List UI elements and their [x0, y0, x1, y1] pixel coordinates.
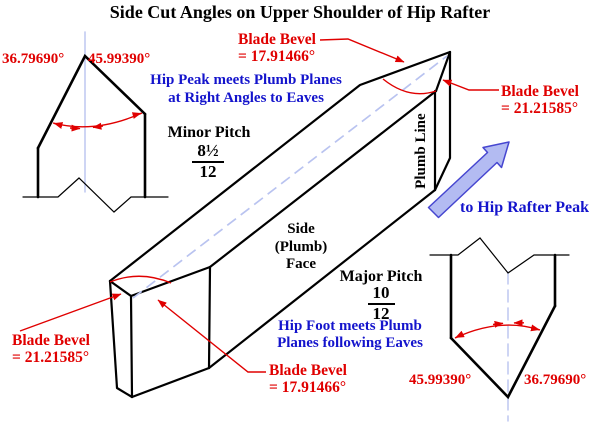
blade-bevel-bottom-name: Blade Bevel — [269, 362, 347, 379]
blade-bevel-top-value: = 17.91466° — [238, 48, 316, 65]
foot-cross-section-drawing — [429, 237, 570, 422]
minor-pitch-title: Minor Pitch — [167, 124, 251, 141]
hip-foot-note: Hip Foot meets Plumb Planes following Ea… — [268, 318, 432, 352]
leader-blade-bevel-top — [319, 38, 405, 63]
major-pitch-denominator: 12 — [372, 303, 390, 323]
major-pitch-fraction: 10 12 — [357, 284, 405, 323]
page-title: Side Cut Angles on Upper Shoulder of Hip… — [109, 2, 491, 22]
hip-ridge-dashed-line — [132, 55, 448, 299]
peak-profile-left-angle-label: 36.79690° — [2, 51, 65, 67]
blade-bevel-right-value: = 21.21585° — [501, 100, 579, 117]
blade-bevel-left-label: Blade Bevel = 21.21585° — [12, 332, 90, 366]
hip-peak-note: Hip Peak meets Plumb Planes at Right Ang… — [130, 71, 362, 107]
minor-pitch-fraction: 8½ 12 — [183, 142, 233, 181]
to-peak-arrow — [427, 141, 510, 219]
blade-bevel-top-name: Blade Bevel — [238, 31, 316, 48]
hip-peak-note-line1: Hip Peak meets Plumb Planes — [150, 72, 342, 88]
peak-profile-right-angle-label: 45.99390° — [88, 51, 151, 67]
foot-profile-left-angle-label: 45.99390° — [409, 372, 472, 388]
minor-pitch-numerator: 8½ — [192, 142, 224, 163]
peak-cross-section-drawing — [22, 31, 169, 213]
leader-blade-bevel-bottom — [157, 299, 266, 373]
side-plumb-face-label: Side (Plumb) Face — [264, 221, 338, 274]
hip-foot-note-line2: Planes following Eaves — [277, 335, 423, 351]
hip-peak-note-line2: at Right Angles to Eaves — [168, 90, 324, 106]
leader-blade-bevel-left — [19, 293, 122, 332]
foot-profile-right-angle-label: 36.79690° — [524, 372, 587, 388]
blade-bevel-right-name: Blade Bevel — [501, 83, 579, 100]
blade-bevel-bottom-value: = 17.91466° — [269, 379, 347, 396]
major-pitch-numerator: 10 — [367, 284, 395, 305]
hip-foot-note-line1: Hip Foot meets Plumb — [278, 318, 422, 334]
leader-lines-red — [19, 38, 499, 373]
angle-arcs-red — [52, 78, 541, 339]
side-face-line3: Face — [286, 256, 316, 272]
blade-bevel-top-label: Blade Bevel = 17.91466° — [238, 31, 316, 65]
blade-bevel-right-label: Blade Bevel = 21.21585° — [501, 83, 579, 117]
rafter-body-lines — [108, 50, 452, 399]
side-face-line1: Side — [287, 221, 315, 237]
major-pitch-title: Major Pitch — [339, 268, 423, 285]
side-face-line2: (Plumb) — [274, 238, 328, 255]
minor-pitch-denominator: 12 — [199, 161, 217, 181]
blade-bevel-left-value: = 21.21585° — [12, 349, 90, 366]
leader-blade-bevel-right — [442, 79, 499, 91]
plumb-line-label: Plumb Line — [412, 113, 429, 189]
blade-bevel-left-name: Blade Bevel — [12, 332, 90, 349]
blade-bevel-bottom-label: Blade Bevel = 17.91466° — [269, 362, 347, 396]
to-hip-rafter-peak-label: to Hip Rafter Peak — [460, 199, 590, 216]
